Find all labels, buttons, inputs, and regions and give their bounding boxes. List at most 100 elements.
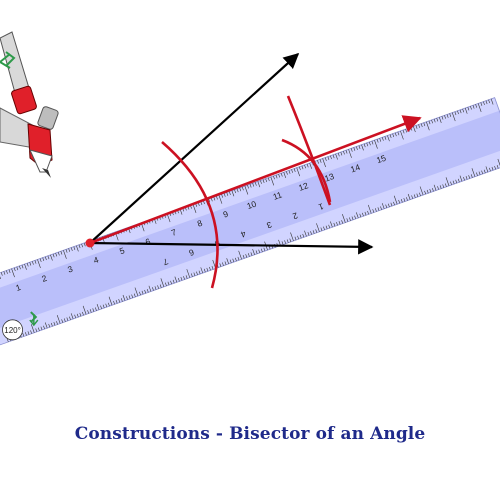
ruler-tick [320,227,323,231]
arc-from-lower-ray [281,138,332,203]
ruler-tick [416,193,419,197]
ruler-tick [367,210,369,215]
ruler-tick [333,222,336,227]
ruler-tick [180,277,183,281]
ruler-tick [81,243,84,248]
ruler-tick [260,248,263,253]
ruler-tick [78,244,81,249]
ruler-tick [358,145,361,150]
ruler-tick [37,327,40,332]
ruler-tick [89,309,92,313]
ruler-tick [423,122,426,127]
ruler-tick [196,271,198,276]
ruler-tick [192,204,197,213]
ruler-tick [154,286,157,290]
ruler-tick [25,332,27,336]
ruler-tick [356,212,359,219]
ruler-tick [185,275,188,279]
ruler-tick [61,319,64,323]
ruler-tick [241,186,244,191]
ruler-tick [330,155,332,160]
ruler-tick [252,183,255,187]
ruler-tick [281,241,284,245]
ruler-tick [141,290,144,295]
ruler-tick [351,216,354,220]
ruler-tick [394,132,397,137]
ruler-number-top: 7 [161,256,169,267]
ruler-tick [433,118,436,123]
ruler-tick [152,287,154,291]
ruler-tick [44,256,47,261]
ruler-tick [83,242,86,247]
ruler-tick [249,184,252,188]
ruler-tick [450,181,452,186]
ruler-tick [475,104,478,108]
ruler-tick [336,221,338,226]
ruler-tick [359,213,362,218]
ruler-tick [245,254,248,258]
ruler-tick [301,165,304,170]
ruler-tick [379,138,382,142]
ruler-tick [478,171,481,175]
ruler-tick [426,189,429,194]
ruler-tick [102,304,105,309]
arc-from-upper-ray [286,95,332,206]
ruler-tick [488,99,490,104]
ruler-tick [419,192,421,197]
ruler-tick [35,328,38,332]
rotate-arrows-icon[interactable] [29,311,39,327]
ruler-number-bottom: 2 [40,273,48,284]
ruler-tick [239,187,242,192]
ruler-tick [431,119,433,124]
ruler-tick [297,235,299,240]
ruler-tick [198,270,201,275]
ruler-tick [374,208,377,212]
ruler-tick [419,186,424,196]
ruler-tick [177,277,180,282]
ruler-tick [56,314,61,324]
ruler-tick [170,280,172,285]
ruler-tick [44,322,48,329]
ruler-tick [327,156,330,161]
ruler-tick [387,203,390,208]
vertex-point [85,238,95,248]
ruler-tick [363,143,366,148]
ruler-tick [186,269,191,278]
ruler-tick [32,261,34,265]
compass-icon[interactable] [0,31,59,178]
ruler-tick [497,158,500,168]
ruler-tick [258,249,261,253]
ruler-tick [429,188,432,193]
ruler-tick [459,109,462,114]
ruler-tick [496,165,499,169]
ruler-tick [454,111,457,116]
ruler-tick [107,302,110,307]
ruler-tick [165,282,167,287]
ruler-tick [66,317,69,321]
ruler-tick [317,160,319,164]
ruler-tick [122,294,126,301]
ruler-tick [55,252,58,257]
ruler-tick [411,195,414,199]
ruler-tick [439,185,442,189]
ruler-tick [390,202,393,207]
ruler-tick [26,263,29,267]
ruler-tick [144,289,147,294]
ruler-tick [115,299,118,304]
ruler-tick [343,151,345,155]
ruler-tick [74,314,77,319]
ruler-tick [467,106,470,111]
ruler-tick [406,197,408,201]
ruler-tick [385,204,388,209]
ruler-tick [226,192,229,196]
ruler-tick [52,253,55,258]
ruler-number-bottom: 11 [272,189,284,201]
ruler-tick [63,318,66,322]
ruler-tick [348,149,352,158]
ruler-tick [350,148,353,152]
ruler-tick [133,293,136,298]
ruler-tick [200,267,204,274]
ruler-tick [70,247,73,251]
protractor-dial-icon[interactable]: 120° [2,319,23,341]
